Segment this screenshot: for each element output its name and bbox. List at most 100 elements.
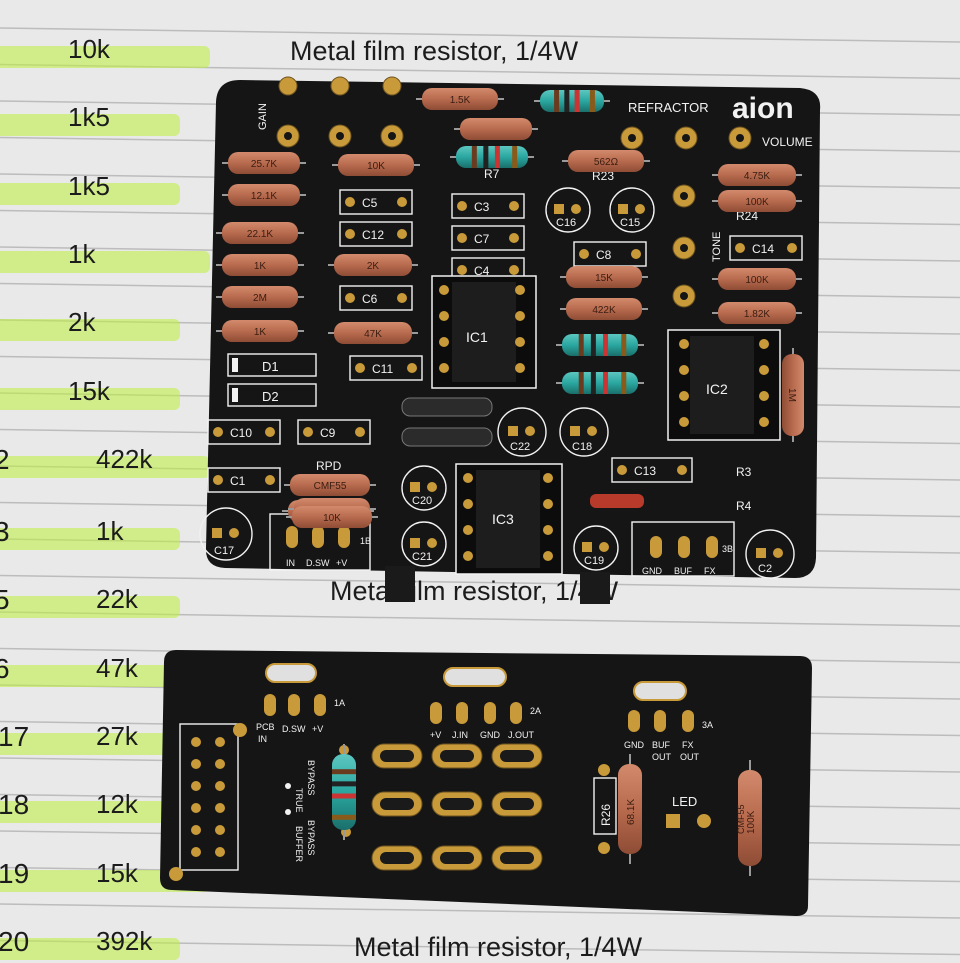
- sheet-value: 27k: [96, 721, 138, 751]
- resistor-1m: 1M: [782, 348, 804, 442]
- cap-c3: C3: [451, 193, 525, 219]
- label-cap-c5: C5: [362, 196, 378, 210]
- resistor-10k-b-code: 10K: [323, 513, 341, 524]
- sheet-row-number: 3: [0, 516, 10, 548]
- ecap-c19: C19: [573, 525, 619, 571]
- sheet-heading: Metal film resistor, 1/4W: [354, 932, 643, 962]
- highlighter-stroke: [0, 937, 180, 960]
- label-ic3: IC3: [492, 511, 514, 527]
- sheet-row-number: 6: [0, 652, 10, 684]
- label-bp-fx: FX: [682, 740, 694, 750]
- label-ecap-c22: C22: [510, 441, 530, 453]
- label-pcb: PCB: [256, 722, 275, 732]
- label-r23: R23: [592, 169, 614, 183]
- label-r3: R3: [736, 465, 752, 479]
- label-bypass2: BYPASS: [306, 820, 316, 855]
- resistor-10k-code: 10K: [367, 161, 385, 172]
- resistor-100k-b: 100K: [712, 268, 802, 290]
- label-ecap-c18: C18: [572, 441, 592, 453]
- resistor-2m-code: 2M: [253, 293, 267, 304]
- bp-resistor-68k-code: 68.1K: [626, 799, 637, 825]
- resistor-422k: 422K: [560, 298, 648, 320]
- resistor-182k: 1.82K: [712, 302, 802, 324]
- cap-c1: C1: [207, 467, 281, 493]
- ecap-c16: C16: [545, 187, 591, 233]
- glass-diodes: [401, 397, 644, 508]
- cap-c5: C5: [339, 189, 413, 215]
- label-fx: FX: [704, 566, 716, 576]
- label-buffer: BUFFER: [294, 826, 304, 863]
- label-ecap-c16: C16: [556, 217, 576, 229]
- highlighter-stroke: [0, 250, 210, 273]
- ecap-c21: C21: [401, 521, 447, 567]
- label-cap-c8: C8: [596, 248, 612, 262]
- label-led: LED: [672, 794, 697, 809]
- ecap-c15: C15: [609, 187, 655, 233]
- resistor-15k-code: 15K: [595, 273, 613, 284]
- label-pcb-in: IN: [258, 734, 267, 744]
- resistor-blue-3: [556, 334, 644, 356]
- label-cap-c7: C7: [474, 232, 490, 246]
- label-r4: R4: [736, 499, 752, 513]
- ecap-c22: C22: [497, 407, 547, 457]
- label-bp-plus-v: +V: [312, 724, 323, 734]
- label-cap-c10: C10: [230, 426, 252, 440]
- ecap-c18: C18: [559, 407, 609, 457]
- cap-c13: C13: [611, 457, 693, 483]
- diode-d1: D1: [227, 353, 317, 377]
- label-bp-dsw: D.SW: [282, 724, 306, 734]
- resistor-22k-code: 22.1K: [247, 229, 273, 240]
- highlighter-stroke: [0, 387, 180, 410]
- label-jout: J.OUT: [508, 730, 535, 740]
- resistor-12k-code: 12.1K: [251, 191, 277, 202]
- highlighter-stroke: [0, 319, 180, 342]
- ecap-c2: C2: [745, 529, 795, 579]
- label-dsw: D.SW: [306, 558, 330, 568]
- label-bp-out: OUT: [652, 752, 672, 762]
- sheet-value: 15k: [68, 375, 110, 406]
- resistor-25k: 25.7K: [222, 152, 306, 174]
- resistor-2k: 2K: [328, 254, 418, 276]
- resistor-562: 562Ω: [562, 150, 650, 172]
- ecap-c20: C20: [401, 465, 447, 511]
- sheet-row-number: 19: [0, 857, 30, 889]
- sheet-row-number: 2: [0, 443, 10, 475]
- label-gnd: GND: [642, 566, 663, 576]
- resistor-12k: 12.1K: [222, 184, 306, 206]
- sheet-value: 1k5: [68, 170, 110, 201]
- label-r7: R7: [484, 167, 500, 181]
- label-ecap-c19: C19: [584, 555, 604, 567]
- resistor-1k5: 1.5K: [416, 88, 504, 110]
- model-name: REFRACTOR: [628, 100, 709, 115]
- resistor-47k: 47K: [328, 322, 418, 344]
- label-1b: 1B: [360, 536, 371, 546]
- label-r24: R24: [736, 209, 758, 223]
- resistor-1k5-code: 1.5K: [450, 95, 471, 106]
- sheet-row-number: 18: [0, 789, 30, 821]
- resistor-cmf55-a-code: CMF55: [314, 481, 347, 492]
- label-cap-c6: C6: [362, 292, 378, 306]
- label-jin: J.IN: [452, 730, 468, 740]
- label-cap-c13: C13: [634, 464, 656, 478]
- main-board: aion REFRACTOR GAIN VOLUME TONE C5C12C6C…: [199, 76, 821, 604]
- resistor-25k-code: 25.7K: [251, 159, 277, 170]
- sheet-value: 22k: [96, 584, 138, 615]
- label-ecap-c15: C15: [620, 217, 640, 229]
- label-bypass: BYPASS: [306, 760, 316, 795]
- label-bp-gnd2: GND: [624, 740, 645, 750]
- cap-c10: C10: [207, 419, 281, 445]
- resistor-1k-b: 1K: [216, 320, 304, 342]
- bp-resistor-cmf55: CMF55: [736, 804, 746, 834]
- label-ecap-c21: C21: [412, 551, 432, 563]
- resistor-100k-b-code: 100K: [745, 275, 769, 286]
- ecap-c17: C17: [199, 507, 253, 561]
- label-2a: 2A: [530, 706, 541, 716]
- sheet-heading: Metal film resistor, 1/4W: [290, 36, 579, 66]
- label-ecap-c2: C2: [758, 563, 772, 575]
- highlighter-stroke: [0, 182, 180, 205]
- resistor-1m-code: 1M: [786, 388, 797, 402]
- sheet-value: 1k: [68, 238, 96, 269]
- resistor-22k: 22.1K: [216, 222, 304, 244]
- sheet-row-number: 5: [0, 584, 10, 616]
